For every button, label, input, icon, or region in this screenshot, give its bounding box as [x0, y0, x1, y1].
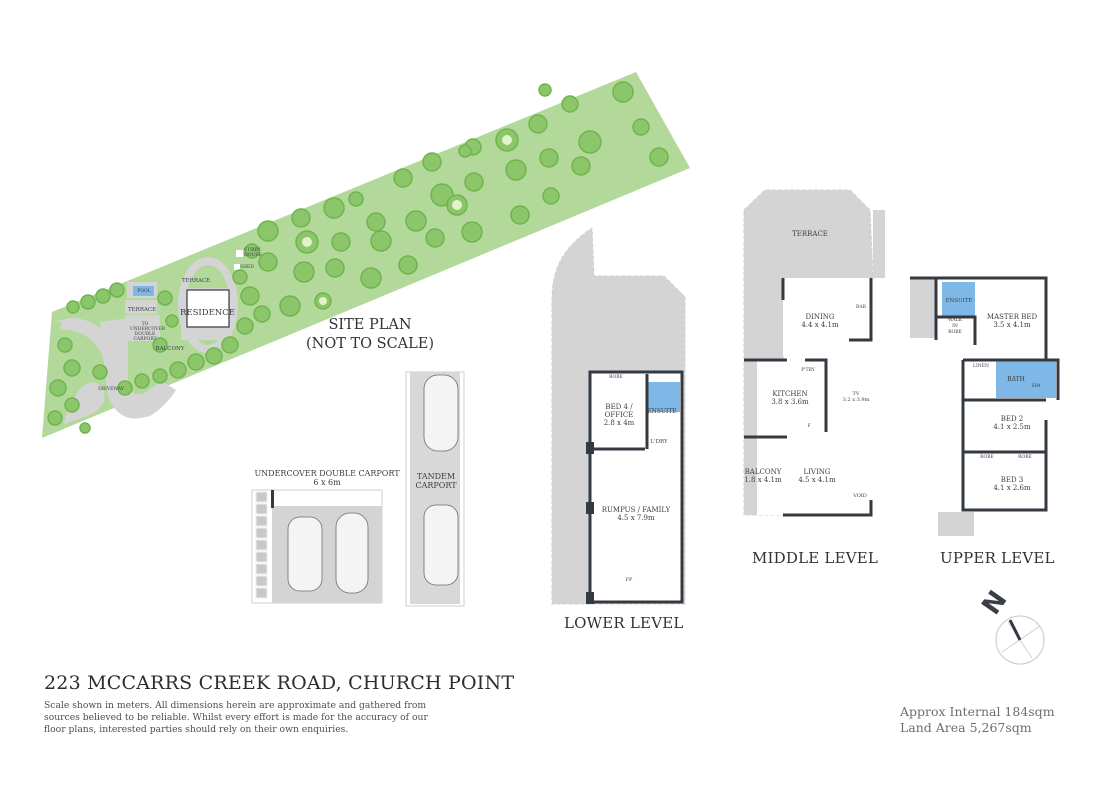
bed3-name: BED 3: [1000, 476, 1024, 484]
lower-ensuite-label: ENSUITE: [647, 408, 677, 415]
master-name: MASTER BED: [986, 313, 1038, 321]
to-carport-line1: TO: [141, 322, 149, 327]
walk-in-robe-label: WALK IN ROBE: [940, 318, 970, 336]
middle-level-drawing: [743, 189, 885, 517]
bed4-label: BED 4 / OFFICE 2.8 x 4m: [592, 403, 646, 427]
shed-label: SHED: [240, 265, 254, 270]
dining-name: DINING: [805, 313, 835, 321]
lower-robe-label: ROBE: [609, 375, 623, 380]
double-carport-drawing: [251, 371, 465, 607]
property-address: 223 MCCARRS CREEK ROAD, CHURCH POINT: [44, 672, 515, 694]
upper-ensuite-label: ENSUITE: [945, 298, 973, 304]
middle-terrace-label: TERRACE: [792, 230, 828, 238]
bed3-label: BED 3 4.1 x 2.6m: [980, 476, 1044, 492]
site-plan-title-line2: (NOT TO SCALE): [305, 336, 435, 352]
residence-label: RESIDENCE: [180, 308, 235, 318]
middle-balcony-label: BALCONY 1.8 x 4.1m: [744, 468, 782, 484]
terrace-upper-label: TERRACE: [182, 278, 211, 284]
area-stats: Approx Internal 184sqm Land Area 5,267sq…: [900, 704, 1055, 736]
rumpus-name: RUMPUS / FAMILY: [601, 506, 671, 514]
wir-line2: IN: [952, 324, 958, 329]
spa-label: SPA: [1031, 384, 1041, 389]
double-carport-size: 6 x 6m: [313, 478, 341, 488]
void-label: VOID: [853, 493, 867, 499]
bed2-label: BED 2 4.1 x 2.5m: [980, 415, 1044, 431]
robe-a-label: ROBE: [980, 455, 994, 460]
site-plan-land: [42, 72, 690, 438]
pantry-label: P'TRY: [801, 368, 815, 373]
fridge-label: F: [807, 424, 811, 429]
robe-b-label: ROBE: [1018, 455, 1032, 460]
balcony-site-label: BALCONY: [155, 346, 185, 352]
balcony-size: 1.8 x 4.1m: [744, 476, 782, 485]
living-label: LIVING 4.5 x 4.1m: [792, 468, 842, 484]
upper-level-drawing: [910, 276, 1060, 536]
driveway-label: DRIVEWAY: [98, 387, 124, 392]
cubby-line1: CUBBY: [244, 248, 261, 253]
dining-label: DINING 4.4 x 4.1m: [790, 313, 850, 329]
cubby-house-label: CUBBY HOUSE: [244, 248, 262, 258]
tv-size: 3.2 x 3.9m: [842, 396, 870, 403]
site-plan-title: SITE PLAN (NOT TO SCALE): [300, 316, 440, 354]
tandem-line1: TANDEM: [416, 472, 456, 481]
linen-label: LINEN: [973, 364, 989, 369]
to-carport-line4: CARPORT: [133, 337, 157, 342]
kitchen-name: KITCHEN: [772, 390, 808, 398]
rumpus-label: RUMPUS / FAMILY 4.5 x 7.9m: [596, 506, 676, 522]
kitchen-size: 3.8 x 3.6m: [771, 398, 809, 407]
bed2-size: 4.1 x 2.5m: [993, 423, 1031, 432]
master-bed-label: MASTER BED 3.5 x 4.1m: [980, 313, 1044, 329]
bed3-size: 4.1 x 2.6m: [993, 484, 1031, 493]
dining-size: 4.4 x 4.1m: [801, 321, 839, 330]
tv-name: TV: [852, 391, 860, 397]
bed4-name2: OFFICE: [604, 411, 634, 420]
land-area: Land Area 5,267sqm: [900, 720, 1032, 735]
to-carport-line3: DOUBLE: [134, 332, 156, 337]
to-carport-label: TO UNDERCOVER DOUBLE CARPORT: [130, 322, 165, 342]
living-size: 4.5 x 4.1m: [798, 476, 836, 485]
pool-label: POOL: [137, 289, 151, 294]
double-carport-title: UNDERCOVER DOUBLE CARPORT 6 x 6m: [252, 469, 402, 487]
rumpus-size: 4.5 x 7.9m: [617, 514, 655, 523]
lower-level-title: LOWER LEVEL: [564, 614, 684, 632]
cubby-line2: HOUSE: [244, 253, 262, 258]
disclaimer-text: Scale shown in meters. All dimensions he…: [44, 700, 428, 735]
site-plan-title-line1: SITE PLAN: [328, 317, 412, 333]
bath-label: BATH: [1007, 376, 1025, 383]
lower-level-drawing: [551, 227, 686, 605]
approx-internal-area: Approx Internal 184sqm: [900, 704, 1055, 719]
living-name: LIVING: [803, 468, 831, 476]
middle-level-title: MIDDLE LEVEL: [752, 549, 879, 567]
bed2-name: BED 2: [1000, 415, 1024, 423]
master-size: 3.5 x 4.1m: [993, 321, 1031, 330]
double-carport-name: UNDERCOVER DOUBLE CARPORT: [254, 469, 400, 478]
terrace-lower-label: TERRACE: [128, 307, 157, 313]
tandem-line2: CARPORT: [415, 481, 457, 491]
balcony-name: BALCONY: [744, 468, 782, 476]
fireplace-label: FP: [625, 577, 633, 583]
kitchen-label: KITCHEN 3.8 x 3.6m: [760, 390, 820, 406]
wir-line1: WALK: [947, 318, 962, 323]
site-plan-trees: [47, 81, 669, 434]
to-carport-line2: UNDERCOVER: [130, 327, 165, 332]
north-compass: [995, 615, 1045, 665]
upper-level-title: UPPER LEVEL: [940, 549, 1055, 567]
bed4-name1: BED 4 /: [605, 403, 633, 411]
laundry-label: L'DRY: [650, 439, 668, 445]
bar-label: BAR: [856, 305, 866, 310]
tandem-carport-title: TANDEM CARPORT: [410, 472, 462, 490]
wir-line3: ROBE: [948, 330, 962, 335]
tv-label: TV 3.2 x 3.9m: [838, 391, 874, 404]
bed4-size: 2.8 x 4m: [603, 419, 635, 428]
